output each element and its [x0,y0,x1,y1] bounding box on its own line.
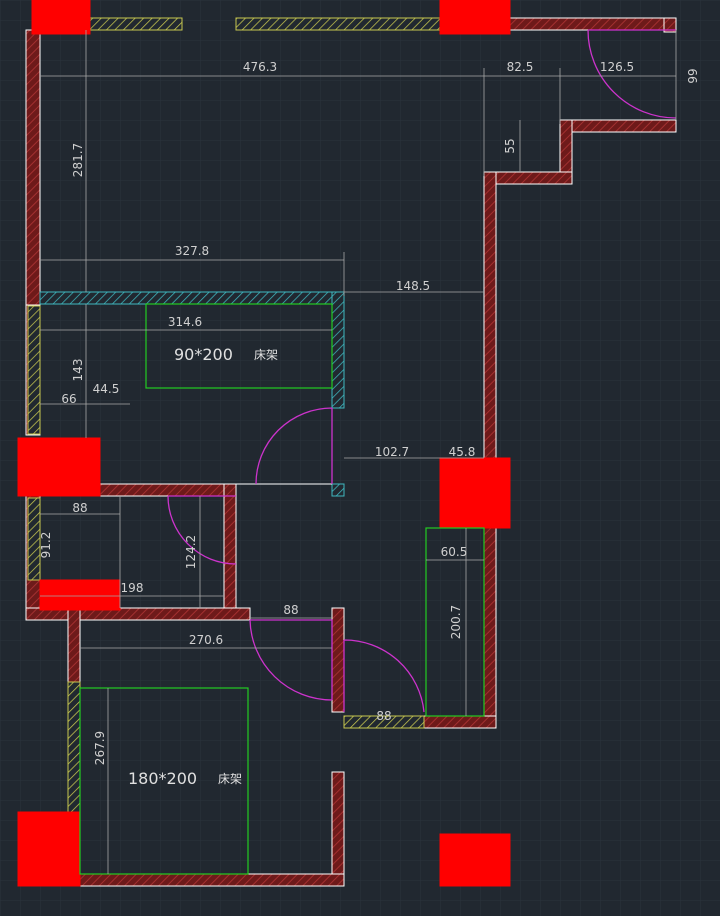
closet-outline [425,527,485,717]
door-bedroom1 [255,407,333,485]
window-bath-left [27,497,41,581]
wall-left-upper [25,29,41,306]
column-mid-left [17,437,101,497]
wall-top-right [509,17,677,31]
dim-88-b: 88 [283,603,298,617]
column-mid-right [439,457,511,529]
dim-148-5: 148.5 [396,279,430,293]
dim-327-8: 327.8 [175,244,209,258]
column-top-right [439,0,511,35]
window-bedroom1-left [27,305,41,435]
column-bottom-left [17,811,81,887]
window-corridor [343,715,425,729]
door-bedroom2 [249,619,333,701]
wall-bath-bottom [25,607,251,621]
window-bedroom2-left [67,681,81,813]
dim-44-5: 44.5 [93,382,120,396]
wall-bedroom2-right-lower [331,771,345,887]
bed-large-size: 180*200 [128,769,197,788]
dim-281-7: 281.7 [71,143,85,177]
bed-small-size: 90*200 [174,345,233,364]
dimension-lines [40,30,677,874]
dim-476-3: 476.3 [243,60,277,74]
windows [27,17,441,813]
wall-step-top [559,119,677,133]
partitions [39,291,345,497]
dim-126-5: 126.5 [600,60,634,74]
window-top-b [235,17,441,31]
dim-314-6: 314.6 [168,315,202,329]
wall-top-corner [663,17,677,33]
dim-143: 143 [71,359,85,382]
dim-45-8: 45.8 [449,445,476,459]
dim-66: 66 [61,392,76,406]
wall-right-lower [483,527,497,729]
dim-198: 198 [121,581,144,595]
wall-mid-horizontal [99,483,237,497]
doors [167,29,677,713]
dim-124-2: 124.2 [184,535,198,569]
dim-91-2: 91.2 [39,532,53,559]
window-top-a [89,17,183,31]
wall-step-bottom [483,171,573,185]
dim-60-5: 60.5 [441,545,468,559]
dim-102-7: 102.7 [375,445,409,459]
column-bath [39,579,121,611]
door-bath [167,495,237,565]
wall-bedroom2-right-upper [331,607,345,713]
column-top-left [31,0,91,35]
columns [17,0,511,887]
bed-large-outline [79,687,249,875]
partition-bedroom1-right [331,291,345,409]
door-entry [587,29,677,119]
dim-99: 99 [686,68,700,83]
wall-closet-bottom [423,715,497,729]
dim-55: 55 [503,138,517,153]
bed-large-label: 床架 [218,772,242,786]
bed-labels: 90*200 床架 180*200 床架 [128,345,278,788]
door-corridor [343,639,425,713]
wall-bedroom2-bottom [79,873,345,887]
wall-bedroom2-left-upper [67,607,81,683]
beds [79,303,485,875]
dimension-labels: 476.3 82.5 126.5 99 55 281.7 327.8 148.5… [39,60,700,765]
dim-88-c: 88 [376,709,391,723]
dim-267-9: 267.9 [93,731,107,765]
bed-small-label: 床架 [254,348,278,362]
wall-right-middle [483,171,497,459]
partition-bedroom1-top [39,291,345,305]
bed-small-outline [145,303,333,389]
column-bottom-right [439,833,511,887]
partition-bedroom1-corner [331,483,345,497]
dim-82-5: 82.5 [507,60,534,74]
wall-bath-right [223,483,237,611]
dim-88-a: 88 [72,501,87,515]
dim-200-7: 200.7 [449,605,463,639]
dim-270-6: 270.6 [189,633,223,647]
